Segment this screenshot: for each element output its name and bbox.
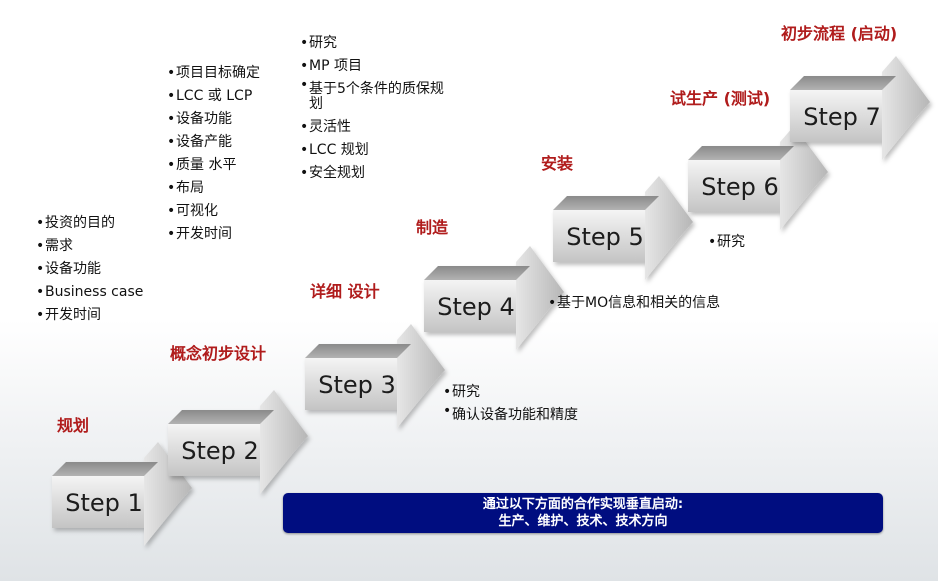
list-item: 确认设备功能和精度 xyxy=(443,404,583,427)
step-arrow-tip xyxy=(645,176,693,280)
step-arrow-tip xyxy=(144,442,192,546)
step-arrow-tip xyxy=(260,390,308,494)
step-arrow-front-face xyxy=(305,358,397,410)
banner-line-2: 生产、维护、技术、技术方向 xyxy=(498,514,668,529)
step-5-bullets: 基于MO信息和相关的信息 xyxy=(548,292,720,315)
step-4-title: 制造 xyxy=(416,218,449,237)
list-item: 灵活性 xyxy=(300,116,450,139)
list-item: 需求 xyxy=(36,235,143,258)
step-3-bullets: 研究 MP 项目 基于5个条件的质保规划 灵活性 LCC 规划 安全规划 xyxy=(300,32,450,185)
step-label: Step 3 xyxy=(318,371,396,399)
step-6-title: 试生产 (测试) xyxy=(670,89,771,108)
step-6-bullets: 研究 xyxy=(708,231,745,254)
step-arrow-1: Step 1 xyxy=(52,442,192,546)
step-arrow-tip xyxy=(516,246,564,350)
step-4-bullets: 研究 确认设备功能和精度 xyxy=(443,381,583,427)
list-item: MP 项目 xyxy=(300,55,450,78)
step-label: Step 4 xyxy=(437,293,515,321)
step-arrow-top-face xyxy=(52,462,158,476)
step-arrow-front-face xyxy=(168,424,260,476)
list-item: 研究 xyxy=(443,381,583,404)
step-arrow-tip xyxy=(397,324,445,428)
list-item: 安全规划 xyxy=(300,162,450,185)
cooperation-banner: 通过以下方面的合作实现垂直启动: 生产、维护、技术、技术方向 xyxy=(283,493,883,533)
list-item: Business case xyxy=(36,281,143,304)
step-2-bullets: 项目目标确定 LCC 或 LCP 设备功能 设备产能 质量 水平 布局 可视化 … xyxy=(167,62,260,246)
step-arrow-front-face xyxy=(790,90,882,142)
list-item: 投资的目的 xyxy=(36,212,143,235)
step-arrow-6: Step 6 xyxy=(688,126,828,230)
list-item: 开发时间 xyxy=(167,223,260,246)
list-item: LCC 规划 xyxy=(300,139,450,162)
step-arrow-2: Step 2 xyxy=(168,390,308,494)
list-item: 质量 水平 xyxy=(167,154,260,177)
step-label: Step 1 xyxy=(65,489,143,517)
step-arrow-front-face xyxy=(553,210,645,262)
list-item: 设备产能 xyxy=(167,131,260,154)
step-7-title: 初步流程 (启动) xyxy=(781,24,898,43)
step-arrow-top-face xyxy=(305,344,411,358)
step-label: Step 2 xyxy=(181,437,259,465)
step-arrow-top-face xyxy=(168,410,274,424)
step-arrow-top-face xyxy=(790,76,896,90)
step-label: Step 6 xyxy=(701,173,779,201)
list-item: 设备功能 xyxy=(167,108,260,131)
list-item: 项目目标确定 xyxy=(167,62,260,85)
step-arrow-front-face xyxy=(424,280,516,332)
step-arrow-front-face xyxy=(52,476,144,528)
step-arrow-4: Step 4 xyxy=(424,246,564,350)
step-3-title: 详细 设计 xyxy=(310,282,380,301)
step-arrow-5: Step 5 xyxy=(553,176,693,280)
list-item: 布局 xyxy=(167,177,260,200)
step-arrow-tip xyxy=(780,126,828,230)
step-arrow-3: Step 3 xyxy=(305,324,445,428)
step-1-bullets: 投资的目的 需求 设备功能 Business case 开发时间 xyxy=(36,212,143,327)
step-arrow-top-face xyxy=(553,196,659,210)
step-arrow-tip xyxy=(882,56,930,160)
step-arrow-top-face xyxy=(424,266,530,280)
list-item: 开发时间 xyxy=(36,304,143,327)
list-item: 研究 xyxy=(708,231,745,254)
list-item: 设备功能 xyxy=(36,258,143,281)
list-item: 可视化 xyxy=(167,200,260,223)
banner-line-1: 通过以下方面的合作实现垂直启动: xyxy=(482,497,684,512)
step-1-title: 规划 xyxy=(57,416,90,435)
step-5-title: 安装 xyxy=(541,154,574,173)
step-arrow-top-face xyxy=(688,146,794,160)
step-arrow-front-face xyxy=(688,160,780,212)
list-item: LCC 或 LCP xyxy=(167,85,260,108)
step-label: Step 7 xyxy=(803,103,881,131)
step-2-title: 概念初步设计 xyxy=(170,344,267,363)
list-item: 基于MO信息和相关的信息 xyxy=(548,292,720,315)
list-item: 研究 xyxy=(300,32,450,55)
list-item: 基于5个条件的质保规划 xyxy=(300,78,450,116)
step-arrow-7: Step 7 xyxy=(790,56,930,160)
step-label: Step 5 xyxy=(566,223,644,251)
